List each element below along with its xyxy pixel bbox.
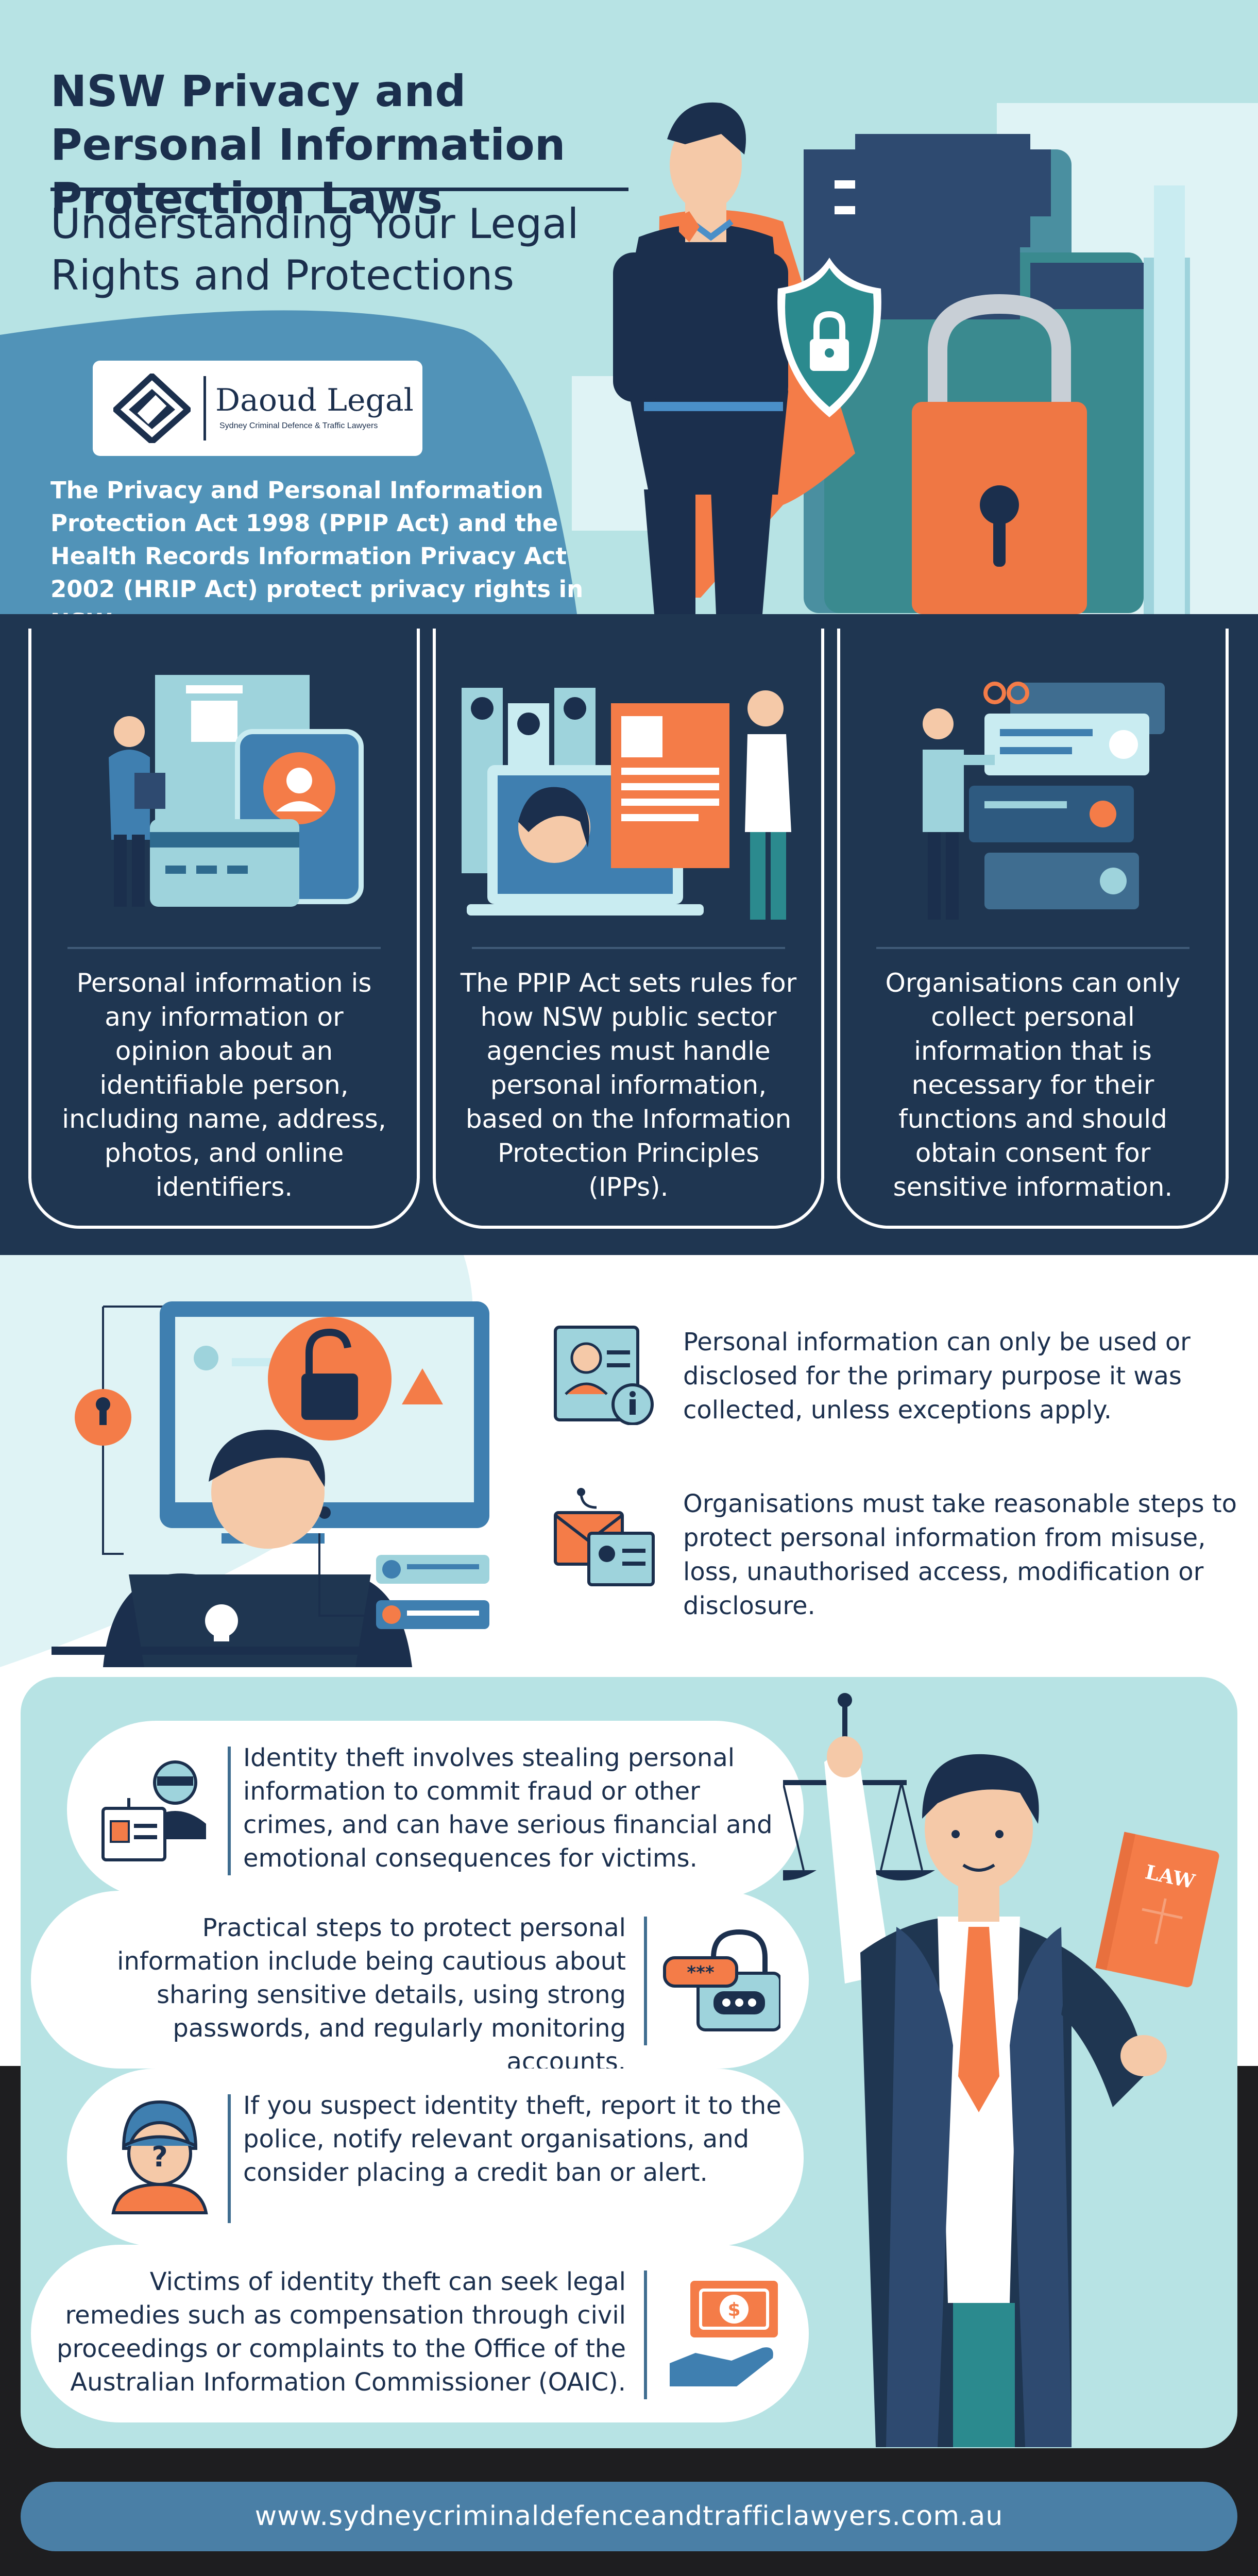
usage-text: Personal information can only be used or…	[683, 1328, 1191, 1425]
pill-divider	[644, 2270, 647, 2399]
card-text: Personal information is any information …	[62, 968, 386, 1202]
identity-text: Identity theft involves stealing persona…	[243, 1743, 773, 1873]
card-text: The PPIP Act sets rules for how NSW publ…	[460, 968, 797, 1202]
title-divider	[50, 188, 628, 191]
profile-document-icon	[554, 1326, 654, 1425]
usage-section: Personal information can only be used or…	[0, 1255, 1258, 1667]
email-id-card-icon	[554, 1488, 655, 1586]
lawyer-illustration: LAW	[783, 1693, 1219, 2447]
logo: Daoud Legal Sydney Criminal Defence & Tr…	[93, 361, 422, 456]
info-card: The PPIP Act sets rules for how NSW publ…	[433, 629, 824, 1229]
card-divider	[876, 947, 1189, 949]
footer-url-bar[interactable]: www.sydneycriminaldefenceandtrafficlawye…	[21, 2482, 1237, 2551]
pill-divider	[228, 2094, 231, 2223]
identity-pill: Practical steps to protect personal info…	[31, 1891, 809, 2076]
card-divider	[67, 947, 381, 949]
laptop-profile-icon	[462, 688, 791, 920]
identity-pill: ? If you suspect identity theft, report …	[67, 2069, 804, 2246]
logo-name: Daoud Legal	[215, 382, 414, 418]
logo-divider	[203, 376, 206, 440]
card-text: Organisations can only collect personal …	[885, 968, 1181, 1202]
identity-text: Practical steps to protect personal info…	[117, 1913, 626, 2076]
data-collection-icon	[923, 682, 1165, 920]
website-link[interactable]: www.sydneycriminaldefenceandtrafficlawye…	[254, 2501, 1004, 2532]
identity-pill: Identity theft involves stealing persona…	[67, 1721, 804, 1899]
svg-text:?: ?	[151, 2141, 167, 2173]
intro-text: The Privacy and Personal Information Pro…	[50, 477, 584, 614]
usage-text: Organisations must take reasonable steps…	[683, 1489, 1237, 1620]
police-question-icon: ?	[111, 2100, 208, 2214]
identity-theft-section: Identity theft involves stealing persona…	[21, 1677, 1237, 2448]
svg-text:***: ***	[687, 1962, 715, 1983]
identity-text: Victims of identity theft can seek legal…	[56, 2267, 626, 2397]
thief-id-icon	[101, 1760, 206, 1861]
logo-mark-icon	[113, 374, 191, 443]
pill-divider	[644, 1917, 647, 2045]
id-card-icon	[109, 675, 364, 907]
logo-tagline: Sydney Criminal Defence & Traffic Lawyer…	[219, 421, 378, 430]
svg-text:$: $	[727, 2299, 740, 2320]
password-lock-icon: ***	[663, 1929, 780, 2031]
pill-divider	[228, 1747, 231, 1875]
identity-text: If you suspect identity theft, report it…	[243, 2091, 781, 2187]
card-divider	[472, 947, 785, 949]
page-title: NSW Privacy and Personal Information Pro…	[50, 66, 566, 224]
hacker-illustration	[0, 1255, 489, 1667]
page-subtitle: Understanding Your Legal Rights and Prot…	[50, 200, 579, 299]
info-card: Organisations can only collect personal …	[837, 629, 1229, 1229]
definitions-section: Personal information is any information …	[0, 614, 1258, 1255]
info-card: Personal information is any information …	[28, 629, 420, 1229]
compensation-money-icon: $	[670, 2281, 778, 2386]
header-section: NSW Privacy and Personal Information Pro…	[0, 0, 1258, 614]
identity-pill: Victims of identity theft can seek legal…	[31, 2245, 809, 2422]
superhero-illustration	[613, 102, 1190, 614]
